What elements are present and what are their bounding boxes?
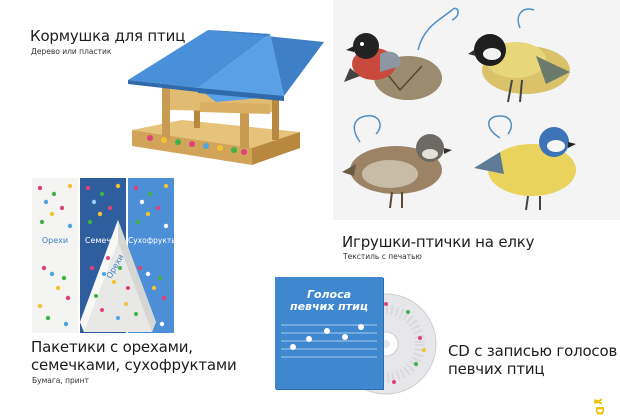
packet-label-dried-fruit: Сухофрукты <box>128 236 174 245</box>
packets-subtitle: Бумага, принт <box>32 376 89 385</box>
logo-mark: ɣD <box>593 398 606 417</box>
ornaments-title: Игрушки-птички на елку <box>342 233 535 251</box>
feeder-subtitle: Дерево или пластик <box>31 47 112 56</box>
feeder-title: Кормушка для птиц <box>30 27 186 45</box>
cd-cover: Голоса певчих птиц <box>275 277 383 389</box>
packet-tent <box>80 220 156 332</box>
packet-label-seeds: Семечки <box>84 236 122 245</box>
cd-title-line1: CD с записью голосов <box>448 342 618 360</box>
packet-nuts: Орехи <box>32 178 78 333</box>
packet-dried-fruit: Сухофрукты <box>128 178 174 333</box>
packets-title-line2: семечками, сухофруктами <box>31 356 237 374</box>
cd-cover-title-line2: певчих птиц <box>289 300 369 313</box>
cd-title-line2: певчих птиц <box>448 360 545 378</box>
feeder-illustration <box>128 30 324 165</box>
ornament-bullfinch <box>344 7 459 100</box>
ornament-blue-tit <box>474 115 576 211</box>
packet-label-nuts: Орехи <box>41 236 69 245</box>
packets-title-line1: Пакетики с орехами, <box>31 338 193 356</box>
cd-cover-title-line1: Голоса <box>306 288 352 301</box>
bird-icon-pattern <box>147 135 247 155</box>
ornament-great-tit <box>468 8 570 103</box>
ornaments-subtitle: Текстиль с печатью <box>343 252 422 261</box>
ornament-sparrow <box>342 115 452 209</box>
